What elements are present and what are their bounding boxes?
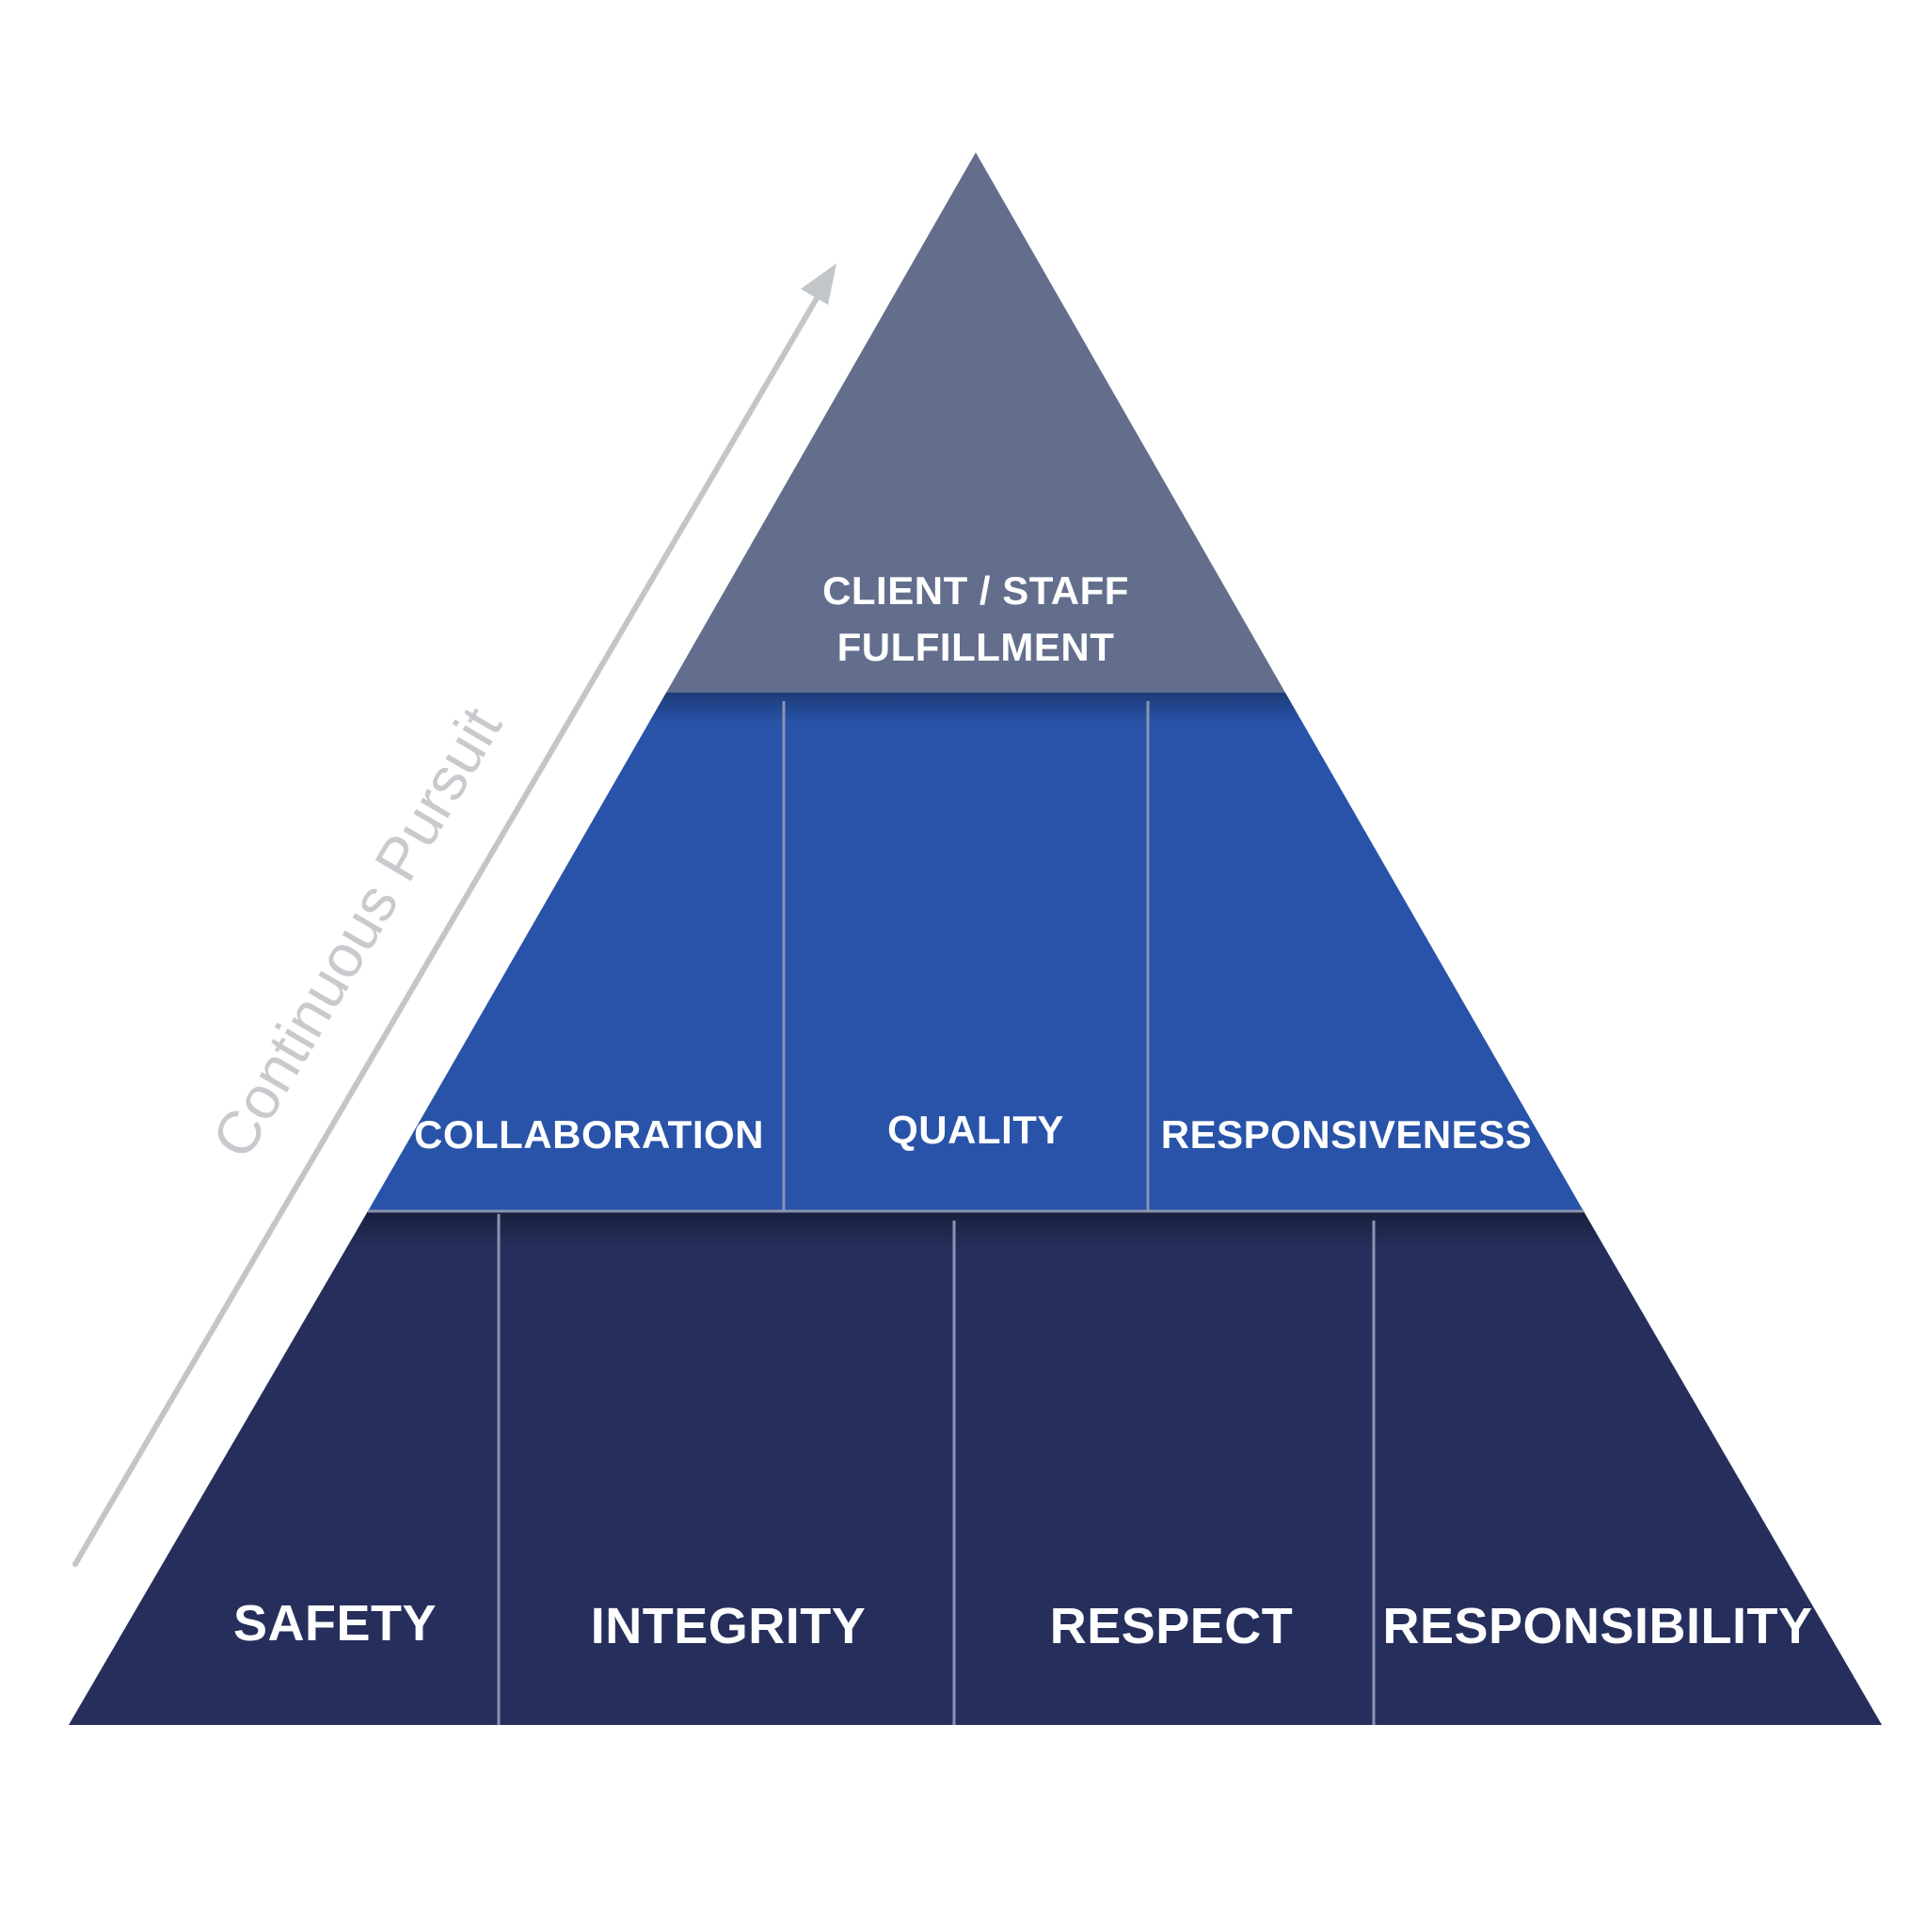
middle-label-quality: QUALITY: [887, 1108, 1064, 1152]
base-label-safety: SAFETY: [233, 1595, 437, 1652]
base-label-respect: RESPECT: [1050, 1598, 1294, 1654]
pyramid-tier-top: [666, 152, 1285, 693]
middle-label-responsiveness: RESPONSIVENESS: [1161, 1112, 1532, 1157]
arrow-head-icon: [801, 263, 836, 305]
pyramid-tier-middle-shade: [368, 693, 1584, 1211]
base-label-responsibility: RESPONSIBILITY: [1382, 1598, 1812, 1654]
top-label-line2: FULFILLMENT: [837, 625, 1115, 669]
pyramid-tier-base-shade: [69, 1211, 1882, 1725]
middle-label-collaboration: COLLABORATION: [414, 1112, 764, 1157]
top-label-line1: CLIENT / STAFF: [822, 568, 1129, 613]
base-label-integrity: INTEGRITY: [591, 1598, 867, 1654]
continuous-pursuit-arrow: [72, 284, 826, 1567]
